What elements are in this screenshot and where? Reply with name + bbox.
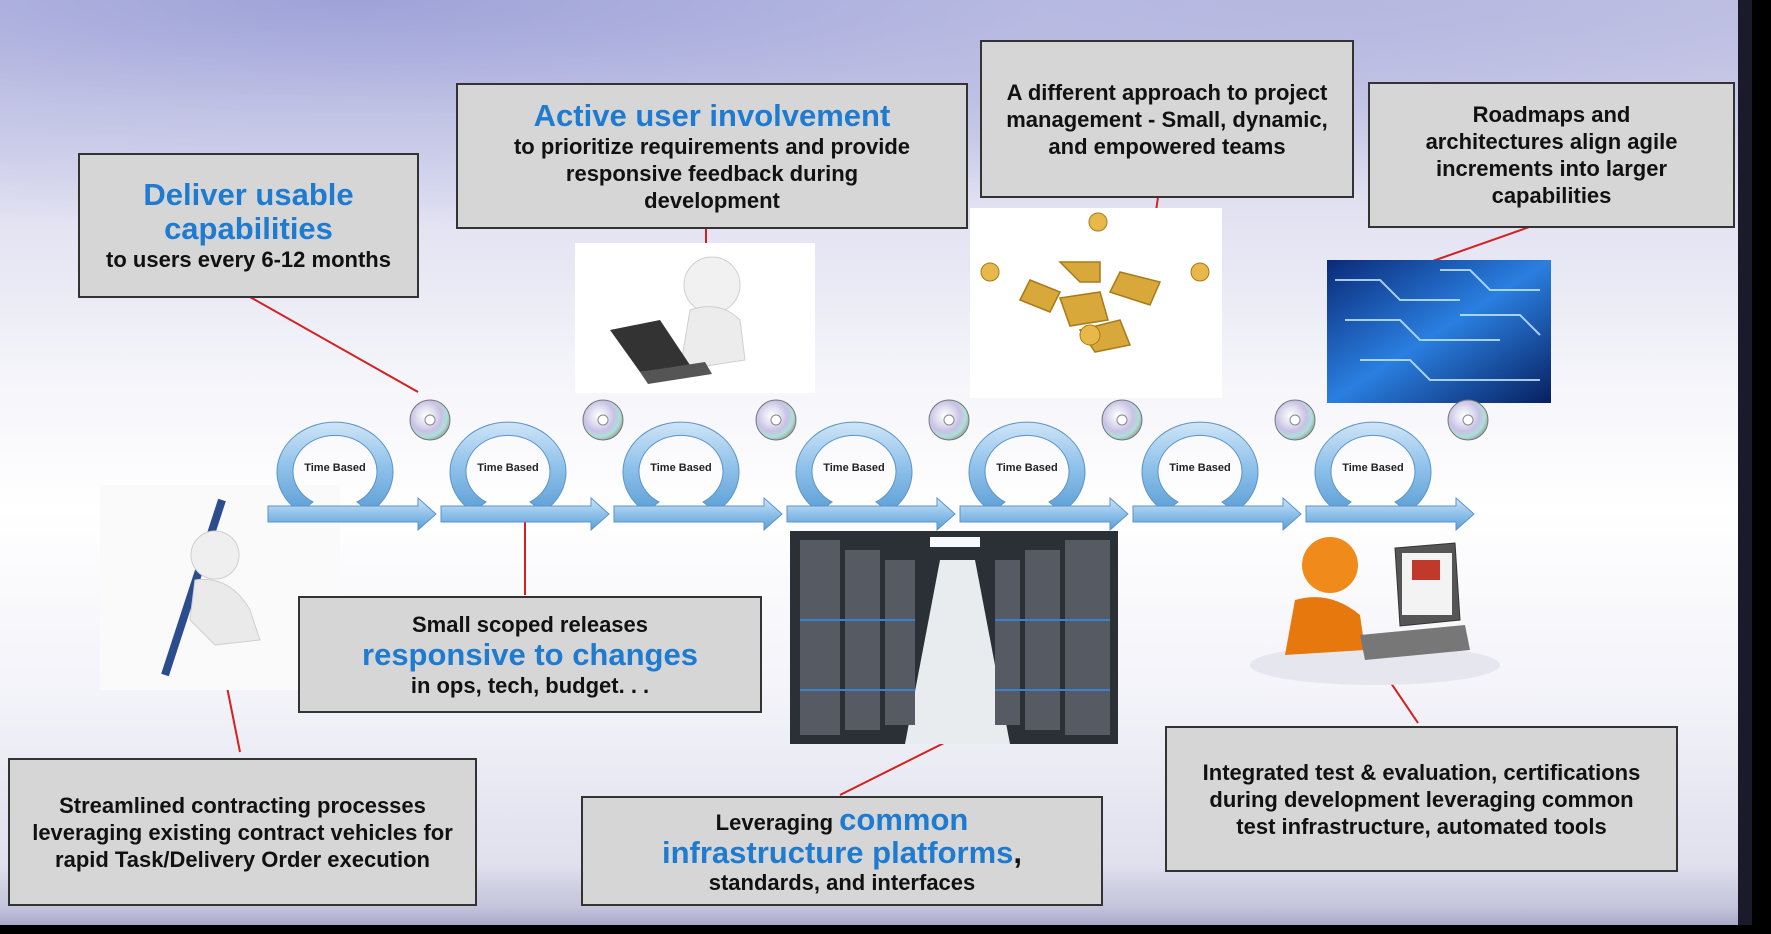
cycle-arrow-3: Time Based (613, 399, 797, 532)
cd-disc-icon (755, 399, 797, 441)
releases-title: responsive to changes (362, 636, 698, 672)
infrastructure-box: Leveraging common infrastructure platfor… (581, 796, 1103, 906)
cycle-arrow-4: Time Based (786, 399, 970, 532)
slide-edge (1738, 0, 1752, 925)
cd-disc-icon (582, 399, 624, 441)
infrastructure-pre: Leveraging (715, 809, 834, 835)
cycle-label: Time Based (1169, 462, 1231, 474)
puzzle-team-icon (970, 208, 1222, 398)
cd-disc-icon (409, 399, 451, 441)
circuit-board-icon (1327, 260, 1551, 403)
infrastructure-title2-text: infrastructure platforms (661, 834, 1014, 870)
roadmaps-text: Roadmaps and architectures align agile i… (1425, 102, 1678, 208)
connector-deliver (249, 296, 419, 393)
cd-disc-icon (1447, 399, 1489, 441)
slide: Time Based Time Based Time Based Time Based… (0, 0, 1752, 925)
cd-disc-icon (1274, 399, 1316, 441)
releases-post: in ops, tech, budget. . . (410, 672, 650, 698)
orange-person-laptop-icon (1250, 537, 1500, 685)
person-laptop-icon (575, 243, 815, 393)
roadmaps-box: Roadmaps and architectures align agile i… (1368, 82, 1735, 228)
infrastructure-post: standards, and interfaces (708, 869, 976, 895)
cycle-label: Time Based (304, 462, 366, 474)
server-room-icon (790, 531, 1118, 744)
cycle-arrow-2: Time Based (440, 399, 624, 532)
cycle-arrow-5: Time Based (959, 399, 1143, 532)
cycle-arrow-1: Time Based (267, 399, 451, 532)
connector-infrastructure (839, 741, 947, 796)
infrastructure-title2: infrastructure platforms, (661, 834, 1023, 870)
cd-disc-icon (1101, 399, 1143, 441)
contracting-box: Streamlined contracting processes levera… (8, 758, 477, 906)
cycle-label: Time Based (1342, 462, 1404, 474)
connector-roadmaps (1429, 224, 1536, 263)
deliver-title: Deliver usable capabilities (143, 177, 354, 246)
approach-box: A different approach to project manageme… (980, 40, 1354, 198)
releases-box: Small scoped releases responsive to chan… (298, 596, 762, 713)
approach-text: A different approach to project manageme… (1006, 79, 1328, 159)
cycle-arrows: Time Based Time Based Time Based Time Based… (267, 399, 1489, 532)
cycle-label: Time Based (477, 462, 539, 474)
cycle-label: Time Based (823, 462, 885, 474)
contracting-text: Streamlined contracting processes levera… (32, 792, 453, 872)
cycle-label: Time Based (996, 462, 1058, 474)
deliver-box: Deliver usable capabilities to users eve… (78, 153, 419, 298)
test-text: Integrated test & evaluation, certificat… (1202, 759, 1641, 839)
infrastructure-title1: common (839, 801, 969, 837)
cd-disc-icon (928, 399, 970, 441)
active-title: Active user involvement (533, 97, 891, 133)
diagram-graphics: Time Based Time Based Time Based Time Based… (100, 196, 1551, 796)
active-box: Active user involvement to prioritize re… (456, 83, 968, 229)
cycle-arrow-6: Time Based (1132, 399, 1316, 532)
releases-pre: Small scoped releases (411, 611, 649, 637)
test-box: Integrated test & evaluation, certificat… (1165, 726, 1678, 872)
active-text: to prioritize requirements and provide r… (513, 133, 911, 213)
deliver-text: to users every 6-12 months (106, 247, 391, 272)
cycle-arrow-7: Time Based (1305, 399, 1489, 532)
cycle-label: Time Based (650, 462, 712, 474)
